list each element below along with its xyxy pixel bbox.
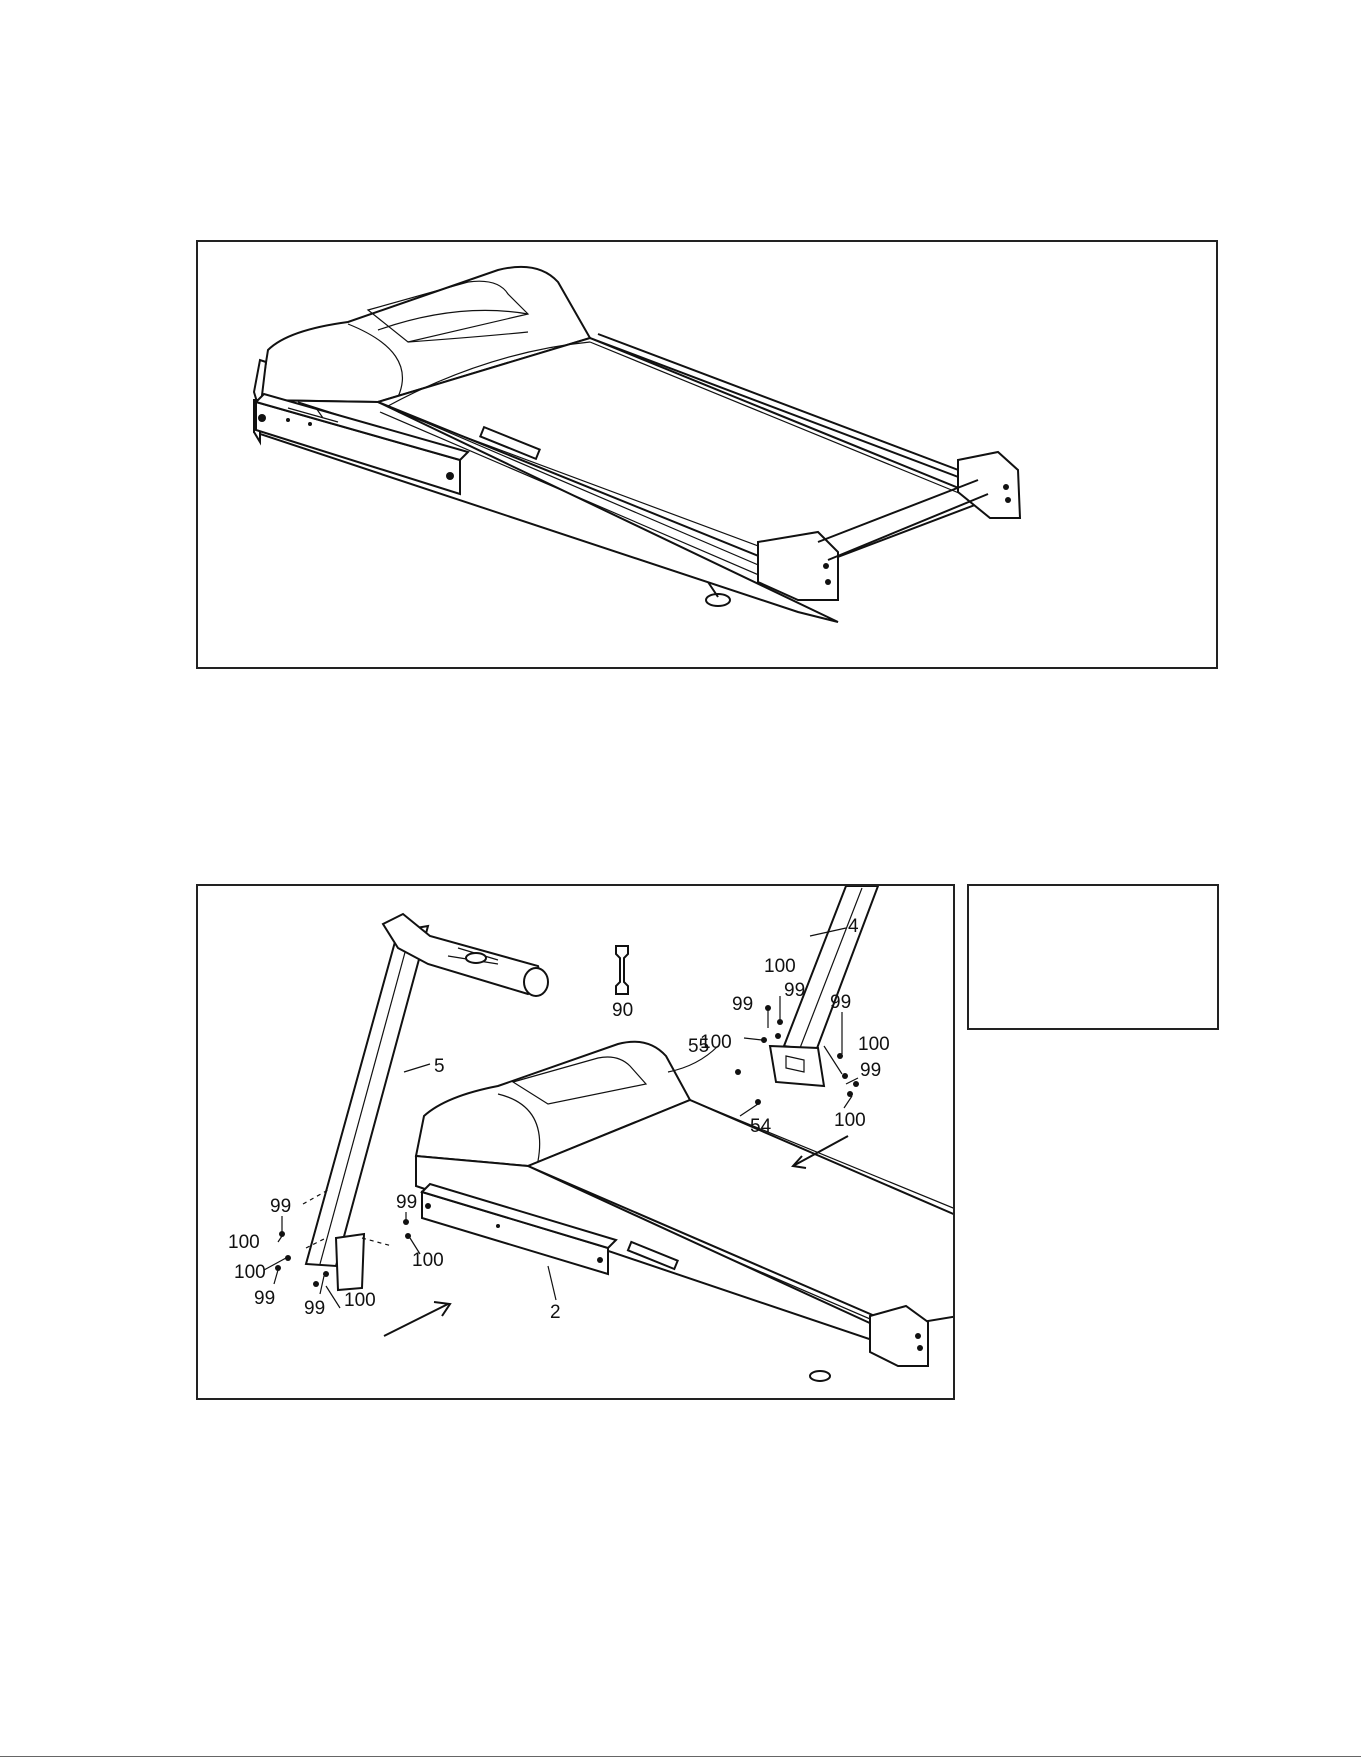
upright-installation-drawing: 4 5 2 90 55 54 100 99 99 100 99 100 99 1… [198, 886, 953, 1398]
callout-99: 99 [860, 1060, 881, 1081]
callout-100: 100 [412, 1250, 444, 1271]
wrench-icon [616, 946, 628, 994]
callout-90: 90 [612, 1000, 633, 1021]
footer-rule [0, 1756, 1361, 1757]
callout-100: 100 [858, 1034, 890, 1055]
callout-100: 100 [228, 1232, 260, 1253]
callout-99: 99 [732, 994, 753, 1015]
callout-100: 100 [344, 1290, 376, 1311]
left-upright-tube [306, 926, 428, 1266]
figure-upright-installation: 4 5 2 90 55 54 100 99 99 100 99 100 99 1… [196, 884, 955, 1400]
callout-100: 100 [234, 1262, 266, 1283]
callout-99: 99 [784, 980, 805, 1001]
callout-2: 2 [550, 1302, 561, 1323]
callout-54: 54 [750, 1116, 772, 1137]
callout-4: 4 [848, 916, 859, 937]
callout-99: 99 [830, 992, 851, 1013]
note-box [967, 884, 1219, 1030]
callout-99: 99 [254, 1288, 275, 1309]
callout-99: 99 [396, 1192, 417, 1213]
callout-99: 99 [270, 1196, 291, 1217]
callout-99: 99 [304, 1298, 325, 1319]
figure-treadmill-base [196, 240, 1218, 669]
callout-100: 100 [700, 1032, 732, 1053]
callout-100: 100 [764, 956, 796, 977]
callout-5: 5 [434, 1056, 445, 1077]
treadmill-base-drawing [198, 242, 1216, 667]
right-bracket [770, 1046, 824, 1086]
callout-100: 100 [834, 1110, 866, 1131]
